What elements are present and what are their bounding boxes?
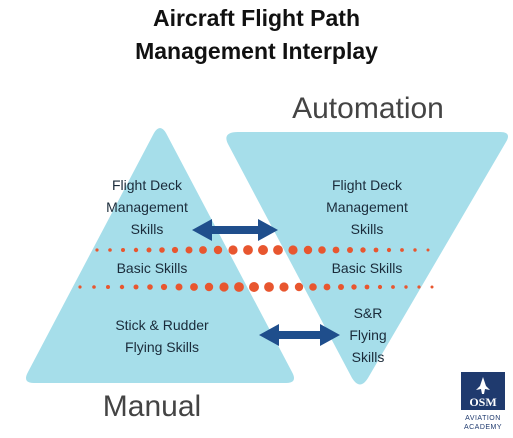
right-sr-line-1: S&R [354,305,383,321]
left-stick-rudder-line-1: Stick & Rudder [115,317,209,333]
upper-dotted-divider [95,245,430,255]
right-flight-deck-line-2: Management [326,199,408,215]
right-flight-deck-line-3: Skills [351,221,384,237]
left-basic-skills: Basic Skills [117,260,188,276]
left-flight-deck-line-3: Skills [131,221,164,237]
right-sr-line-2: Flying [349,327,386,343]
logo-aviation-text: AVIATION [465,415,501,422]
manual-triangle [26,128,294,383]
manual-label: Manual [103,390,201,423]
right-sr-line-3: Skills [352,349,385,365]
title-line-1: Aircraft Flight Path [152,5,360,31]
logo-academy-text: ACADEMY [464,424,502,431]
osm-logo: OSM AVIATION ACADEMY [461,372,505,431]
right-basic-skills: Basic Skills [332,260,403,276]
title-line-2: Management Interplay [135,38,378,64]
double-arrow-lower [259,324,340,346]
automation-label: Automation [292,92,444,125]
aircraft-icon [476,377,490,394]
left-stick-rudder-line-2: Flying Skills [125,339,199,355]
left-flight-deck-line-1: Flight Deck [112,177,183,193]
lower-dotted-divider [78,282,434,292]
left-flight-deck-line-2: Management [106,199,188,215]
right-flight-deck-line-1: Flight Deck [332,177,403,193]
double-arrow-upper [192,219,278,241]
diagram-title: Aircraft Flight Path Management Interpla… [0,2,513,68]
logo-osm-text: OSM [469,395,496,409]
automation-triangle [226,132,508,385]
